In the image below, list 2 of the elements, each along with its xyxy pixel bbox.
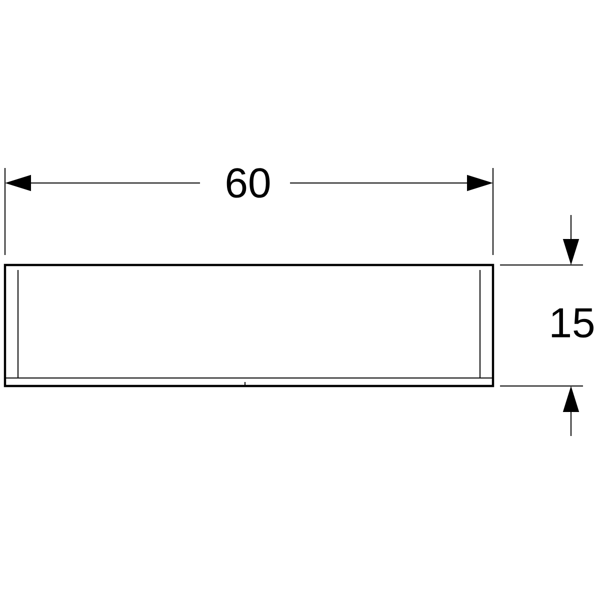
dimension-label: 60 (226, 168, 270, 198)
dimension-label: 15 (552, 308, 594, 338)
